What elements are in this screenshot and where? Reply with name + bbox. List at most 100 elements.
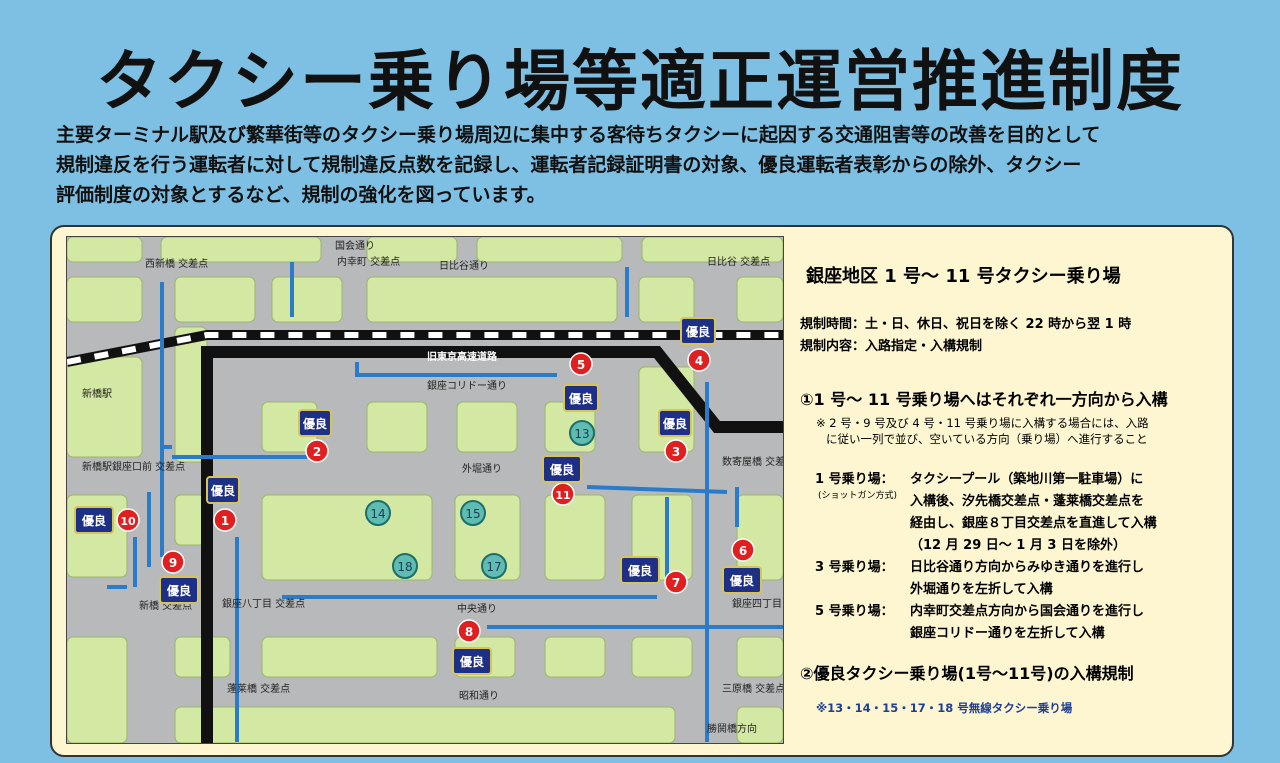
stand-1-desc: 入構後、汐先橋交差点・蓬莱橋交差点を <box>910 494 1145 509</box>
yuryo-badge-text: 優良 <box>685 324 710 339</box>
yuryo-badge-4 <box>680 317 716 345</box>
place-uchisaiwai: 内幸町 交差点 <box>337 255 400 268</box>
stand-17-marker <box>481 553 507 579</box>
intro-line: 規制違反を行う運転者に対して規制違反点数を記録し、運転者記録証明書の対象、優良運… <box>56 154 1082 176</box>
stand-15-number: 15 <box>465 507 480 521</box>
regulation-time: 規制時間：土・日、休日、祝日を除く 22 時から翌 1 時 <box>800 317 1132 332</box>
street-sotobori: 外堀通り <box>462 463 502 475</box>
stand-5-desc: 銀座コリドー通りを左折して入構 <box>910 626 1105 641</box>
street-labels: 日比谷通り 銀座コリドー通り 旧東京高速道路 外堀通り 中央通り 昭和通り 国会… <box>335 239 507 702</box>
stand-7-number: 7 <box>672 576 680 590</box>
stand-4-marker <box>687 348 711 372</box>
stand-10-marker <box>116 508 140 532</box>
yuryo-badge-2 <box>298 409 332 437</box>
stand-1-marker <box>213 508 237 532</box>
stand-7-marker <box>664 570 688 594</box>
stand-6-number: 6 <box>739 544 747 558</box>
section-2-heading: ②優良タクシー乗り場(1号〜11号)の入構規制 <box>800 664 1134 683</box>
stand-14-number: 14 <box>370 507 385 521</box>
teal-stands: 13 14 15 17 18 <box>365 420 595 579</box>
stand-3-desc: 日比谷通り方向からみゆき通りを進行し <box>910 560 1145 575</box>
ginza-map: 日比谷通り 銀座コリドー通り 旧東京高速道路 外堀通り 中央通り 昭和通り 国会… <box>66 236 784 744</box>
yuryo-badge-text: 優良 <box>627 563 652 578</box>
street-corridor: 銀座コリドー通り <box>427 379 507 392</box>
stand-15-marker <box>460 500 486 526</box>
stand-14-marker <box>365 500 391 526</box>
place-nishishinbashi: 西新橋 交差点 <box>145 257 208 270</box>
yuryo-badge-text: 優良 <box>568 391 593 406</box>
stand-1-desc: 経由し、銀座８丁目交差点を直進して入構 <box>910 516 1157 531</box>
section-1-heading: ①1 号〜 11 号乗り場へはそれぞれ一方向から入構 <box>800 390 1168 409</box>
stand-1-number: 1 <box>221 514 229 528</box>
stand-11-number: 11 <box>555 489 570 502</box>
intro-line: 評価制度の対象とするなど、規制の強化を図っています。 <box>56 184 546 206</box>
yuryo-badge-text: 優良 <box>210 483 235 498</box>
regulation-content: 規制内容：入路指定・入構規制 <box>800 339 983 354</box>
place-sukiyabashi: 数寄屋橋 交差点 <box>722 455 783 468</box>
stand-5-desc: 内幸町交差点方向から国会通りを進行し <box>910 604 1145 619</box>
yuryo-badge-10 <box>74 506 114 534</box>
stand-18-marker <box>392 553 418 579</box>
section-1-note: に従い一列で並び、空いている方向（乗り場）へ進行すること <box>826 432 1148 446</box>
place-katsudoki: 勝鬨橋方向 <box>707 722 757 735</box>
info-heading: 銀座地区 1 号〜 11 号タクシー乗り場 <box>806 266 1121 287</box>
street-kokkai: 国会通り <box>335 239 375 252</box>
stand-1-desc: （12 月 29 日〜 1 月 3 日を除外） <box>910 538 1126 553</box>
yuryo-badge-9 <box>159 576 199 604</box>
section-2-note: ※13・14・15・17・18 号無線タクシー乗り場 <box>816 701 1073 715</box>
stand-6-marker <box>731 538 755 562</box>
section-1-note: ※ 2 号・9 号及び 4 号・11 号乗り場に入構する場合には、入路 <box>816 416 1149 430</box>
yuryo-badges: 優良 優良 優良 優良 優良 優良 優良 優良 優良 優良 優良 <box>74 317 762 675</box>
yuryo-badge-1 <box>206 476 240 504</box>
stand-9-marker <box>161 550 185 574</box>
yuryo-badge-11 <box>542 455 582 483</box>
place-shinbashi-station: 新橋駅 <box>82 387 112 400</box>
stand-1-desc: タクシープール（築地川第一駐車場）に <box>910 472 1144 487</box>
yuryo-badge-text: 優良 <box>662 416 687 431</box>
stand-5-label: 5 号乗り場： <box>815 604 894 619</box>
stand-3-number: 3 <box>672 445 680 459</box>
stand-2-number: 2 <box>313 445 321 459</box>
yuryo-badge-text: 優良 <box>549 462 574 477</box>
yuryo-badge-3 <box>658 409 692 437</box>
stand-10-number: 10 <box>120 515 136 528</box>
intro-text: 主要ターミナル駅及び繁華街等のタクシー乗り場周辺に集中する客待ちタクシーに起因す… <box>56 120 1236 210</box>
stand-13-marker <box>569 420 595 446</box>
city-blocks <box>67 237 783 743</box>
stand-8-number: 8 <box>465 625 473 639</box>
yuryo-badge-5 <box>563 384 599 412</box>
place-horai: 蓬莱橋 交差点 <box>227 682 290 695</box>
yuryo-badge-7 <box>620 556 660 584</box>
stand-13-number: 13 <box>574 427 589 441</box>
place-mihara: 三原橋 交差点 <box>722 682 783 695</box>
stand-3-label: 3 号乗り場： <box>815 560 894 575</box>
yuryo-badge-text: 優良 <box>302 416 327 431</box>
stand-17-number: 17 <box>486 560 501 574</box>
stand-3-marker <box>664 439 688 463</box>
place-shinbashi-ginza: 新橋駅銀座口前 交差点 <box>82 460 185 473</box>
railway <box>67 330 783 367</box>
yuryo-badge-8 <box>452 647 492 675</box>
stand-5-marker <box>569 352 593 376</box>
page-title: タクシー乗り場等適正運営推進制度 <box>96 43 1184 120</box>
stand-2-marker <box>305 439 329 463</box>
stand-9-number: 9 <box>169 556 177 570</box>
stand-1-label: 1 号乗り場： <box>815 472 894 487</box>
yuryo-badge-6 <box>722 566 762 594</box>
place-hibiya: 日比谷 交差点 <box>707 255 770 268</box>
street-hibiya: 日比谷通り <box>439 260 489 272</box>
red-stands: 1 2 3 4 5 6 7 8 9 10 11 <box>116 348 755 643</box>
place-ginza8x: 銀座八丁目 交差点 <box>222 597 305 610</box>
yuryo-badge-text: 優良 <box>166 583 191 598</box>
entry-routes <box>107 262 783 742</box>
street-expressway: 旧東京高速道路 <box>427 350 498 363</box>
stand-1-method: (ショットガン方式) <box>818 491 898 501</box>
stand-5-number: 5 <box>577 358 585 372</box>
stand-18-number: 18 <box>397 560 412 574</box>
place-ginza4x: 銀座四丁目 交差点 <box>732 597 783 610</box>
stand-3-desc: 外堀通りを左折して入構 <box>910 582 1053 597</box>
yuryo-badge-text: 優良 <box>729 573 754 588</box>
yuryo-badge-text: 優良 <box>459 654 484 669</box>
map-svg: 日比谷通り 銀座コリドー通り 旧東京高速道路 外堀通り 中央通り 昭和通り 国会… <box>67 237 783 743</box>
place-labels: 新橋駅 西新橋 交差点 内幸町 交差点 日比谷 交差点 数寄屋橋 交差点 銀座四… <box>82 255 783 735</box>
